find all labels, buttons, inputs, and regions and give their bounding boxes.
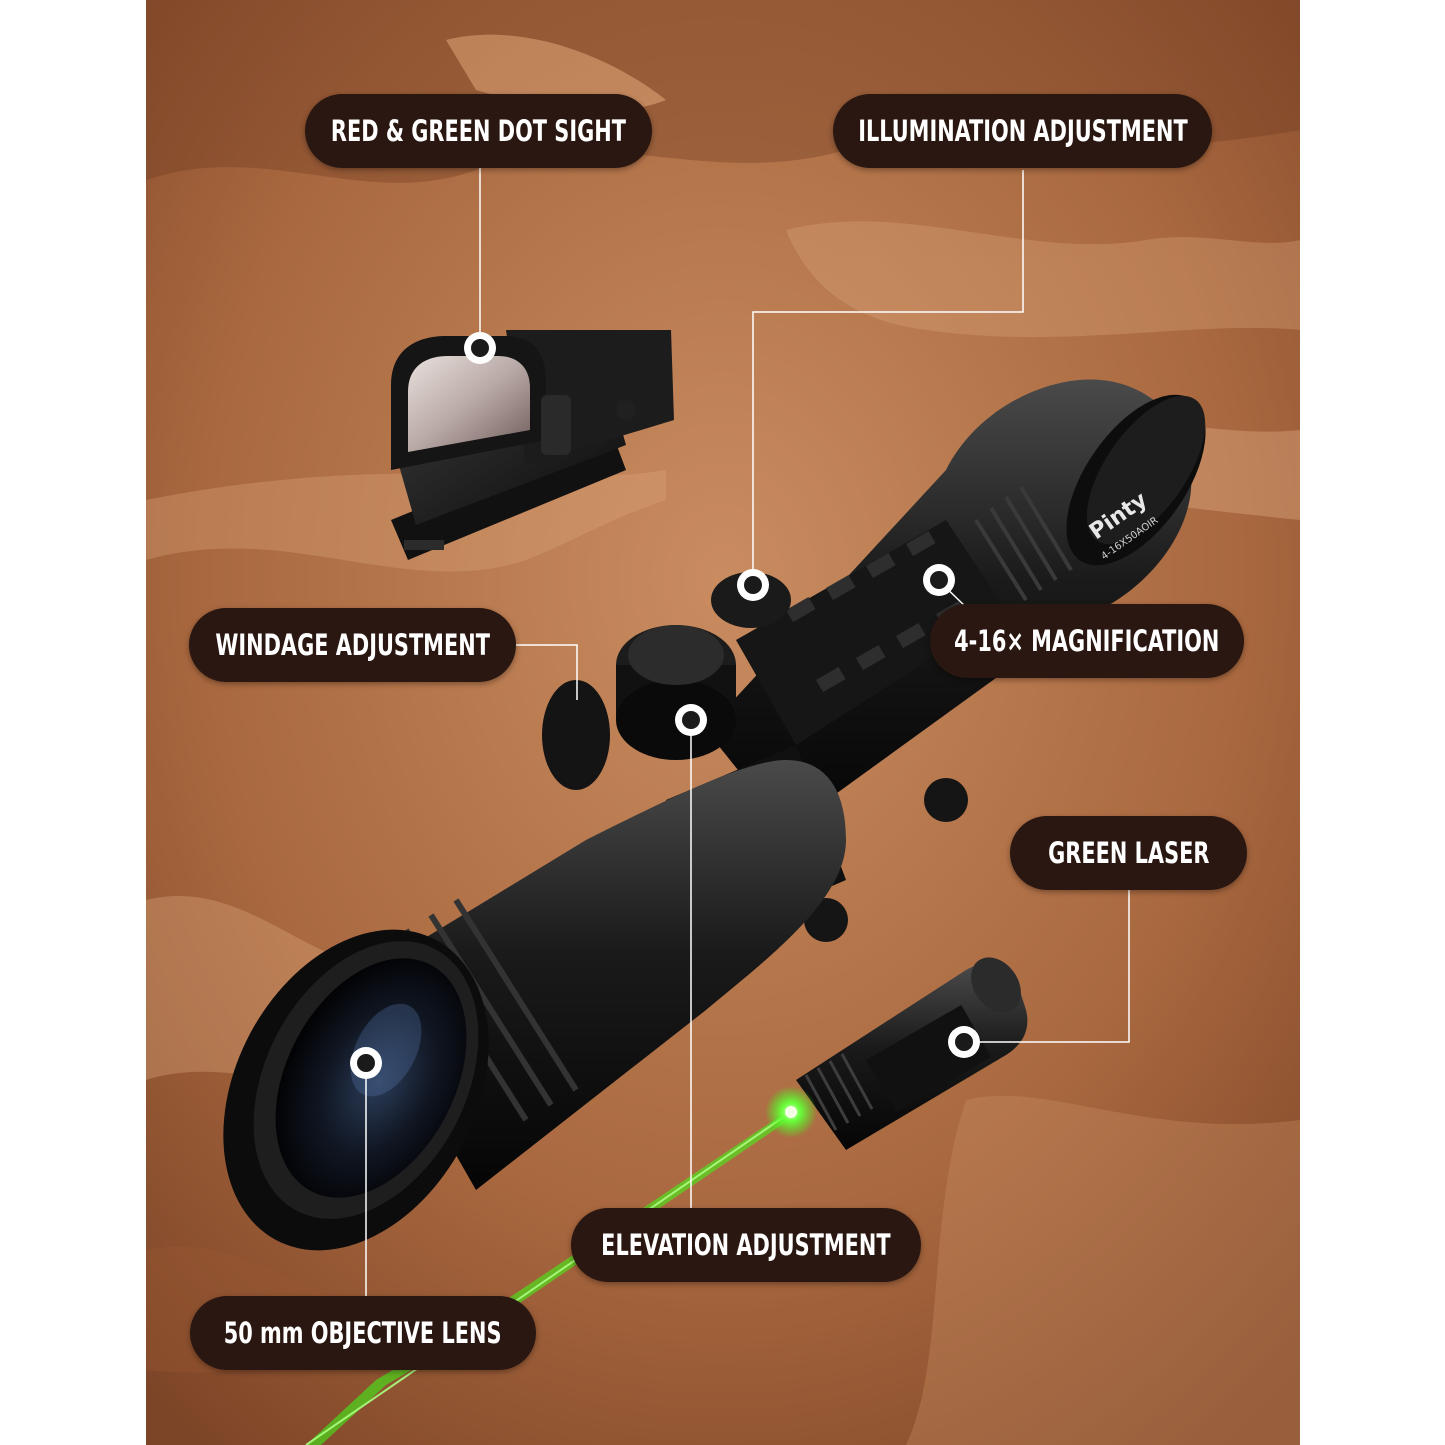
callout-red-green-dot-sight: RED & GREEN DOT SIGHT — [305, 94, 652, 168]
callout-label: RED & GREEN DOT SIGHT — [330, 114, 627, 148]
leader-lines — [365, 165, 1130, 1298]
callout-label: ILLUMINATION ADJUSTMENT — [857, 114, 1188, 148]
product-scene: Pinty 4-16X50AOIR — [146, 0, 1300, 1445]
callout-label: ELEVATION ADJUSTMENT — [601, 1228, 891, 1262]
scope-illustration: Pinty 4-16X50AOIR — [146, 0, 1300, 1445]
callout-markers — [350, 332, 980, 1079]
callout-objective-lens: 50 mm OBJECTIVE LENS — [190, 1296, 536, 1370]
callout-windage-adjustment: WINDAGE ADJUSTMENT — [189, 608, 516, 682]
rifle-scope: Pinty 4-16X50AOIR — [223, 379, 1206, 1251]
callout-label: WINDAGE ADJUSTMENT — [215, 628, 490, 662]
callout-elevation-adjustment: ELEVATION ADJUSTMENT — [571, 1208, 921, 1282]
red-dot-sight — [391, 330, 674, 560]
callout-label: 50 mm OBJECTIVE LENS — [224, 1316, 502, 1350]
callout-label: GREEN LASER — [1047, 836, 1210, 870]
callout-green-laser: GREEN LASER — [1010, 816, 1247, 890]
callout-illumination-adjustment: ILLUMINATION ADJUSTMENT — [833, 94, 1212, 168]
callout-label: 4-16× MAGNIFICATION — [954, 624, 1220, 658]
callout-magnification: 4-16× MAGNIFICATION — [930, 604, 1244, 678]
